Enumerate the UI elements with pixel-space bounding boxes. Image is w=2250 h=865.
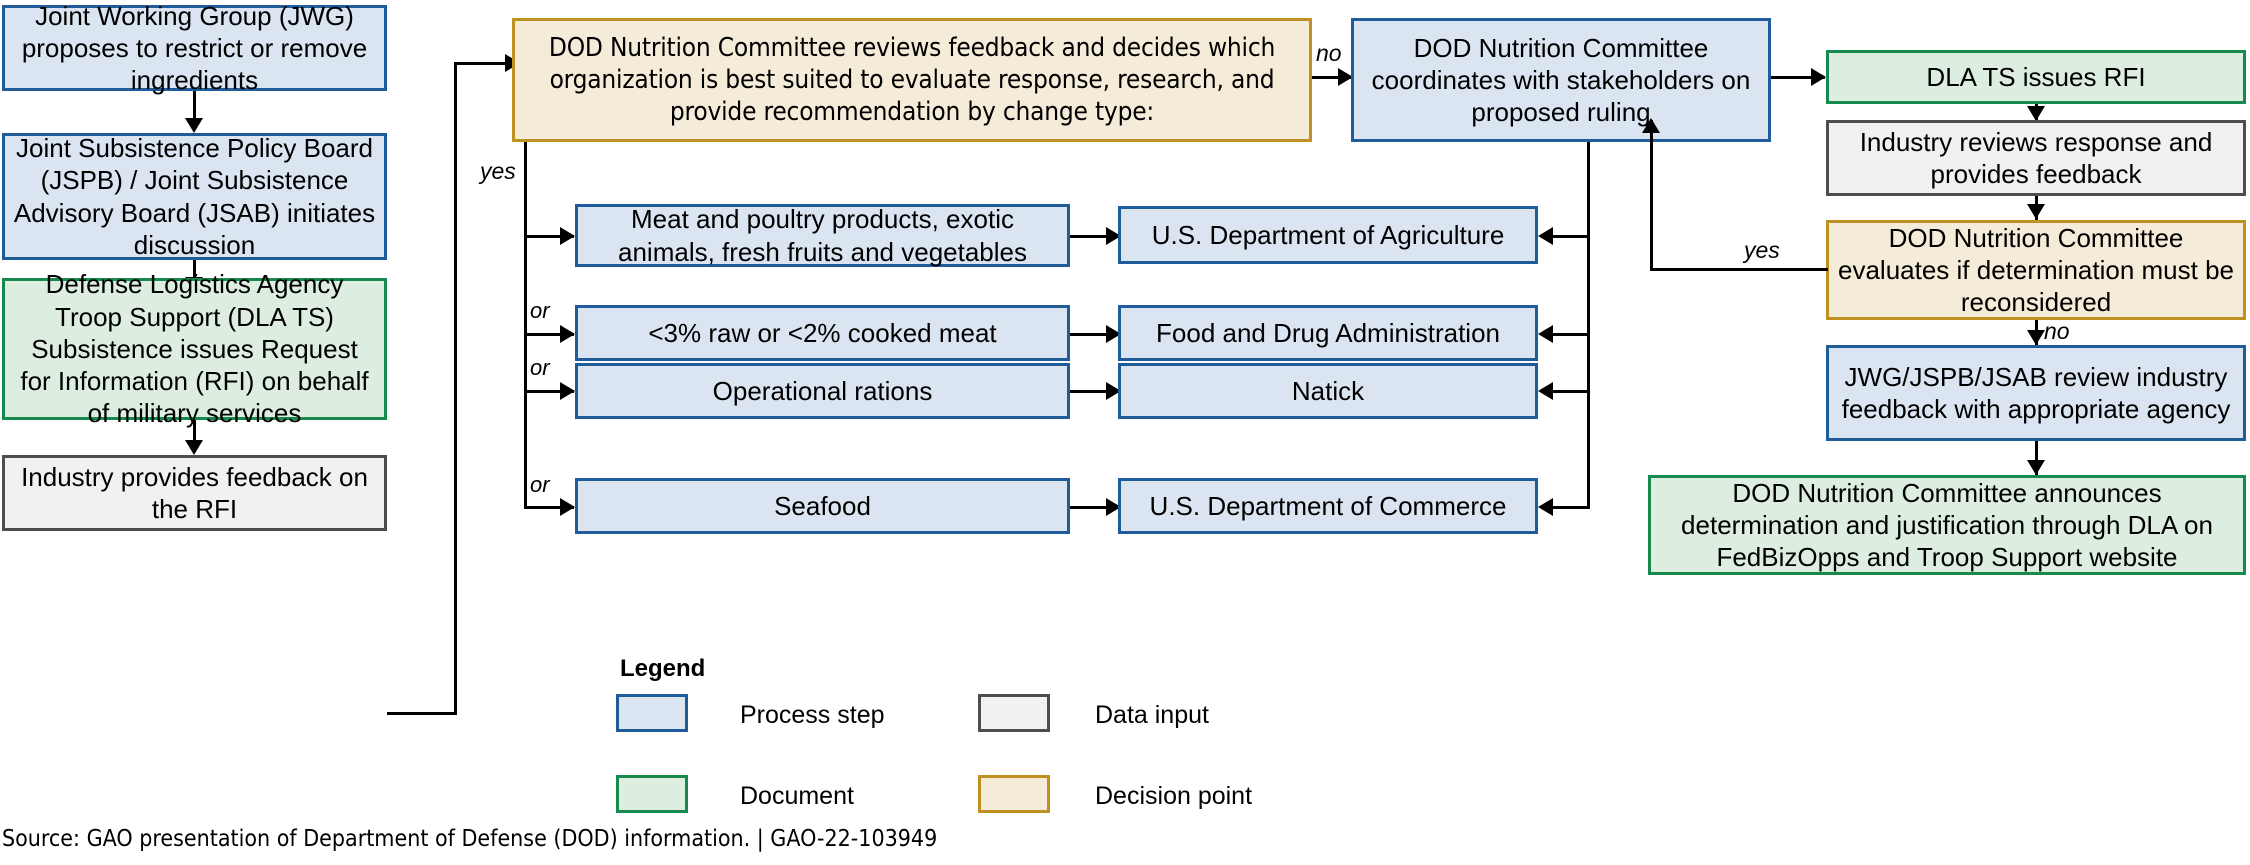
- node-jspb-jsab: Joint Subsistence Policy Board (JSPB) / …: [2, 133, 387, 260]
- legend-swatch-process-step: [616, 694, 688, 732]
- node-category-meat-poultry: Meat and poultry products, exotic animal…: [575, 204, 1070, 267]
- arrowhead-bus-to-usda: [1538, 227, 1553, 245]
- node-committee-reviews: DOD Nutrition Committee reviews feedback…: [512, 18, 1312, 142]
- edge-jwg-to-jspb: [193, 91, 196, 124]
- node-category-seafood: Seafood: [575, 478, 1070, 534]
- edge-branch-4: [524, 506, 574, 509]
- node-jwg-review: JWG/JSPB/JSAB review industry feedback w…: [1826, 345, 2246, 441]
- node-industry-feedback-rfi: Industry provides feedback on the RFI: [2, 455, 387, 531]
- node-dla-ts-rfi: Defense Logistics Agency Troop Support (…: [2, 269, 387, 428]
- edge-coordinates-to-dlats-rfi: [1771, 76, 1825, 79]
- edge-decision-to-coordinates: [1312, 76, 1354, 79]
- node-committee-coordinates: DOD Nutrition Committee coordinates with…: [1351, 18, 1771, 142]
- legend-swatch-decision-point: [978, 775, 1050, 813]
- node-category-operational-rations: Operational rations: [575, 363, 1070, 419]
- arrowhead-branch-1: [560, 227, 575, 245]
- node-industry-reviews: Industry reviews response and provides f…: [1826, 120, 2246, 196]
- node-committee-announces: DOD Nutrition Committee announces determ…: [1648, 475, 2246, 575]
- source-note: Source: GAO presentation of Department o…: [2, 826, 938, 852]
- node-dla-ts-issues-rfi: DLA TS issues RFI: [1826, 50, 2246, 104]
- arrowhead-cat2-to-fda: [1106, 325, 1121, 343]
- arrowhead-branch-4: [560, 498, 575, 516]
- edge-bus-to-commerce: [1545, 506, 1590, 509]
- arrowhead-cat4-to-commerce: [1106, 498, 1121, 516]
- edge-branch-3: [524, 390, 574, 393]
- edge-label-yes-branch: yes: [480, 158, 516, 184]
- node-agency-usda: U.S. Department of Agriculture: [1118, 206, 1538, 264]
- edge-industry-right: [387, 712, 457, 715]
- legend-swatch-data-input: [978, 694, 1050, 732]
- arrowhead-coordinates-to-dlats-rfi: [1811, 68, 1826, 86]
- arrowhead-evaluates-no: [2027, 330, 2045, 345]
- edge-bus-to-fda: [1545, 333, 1590, 336]
- arrowhead-industry-reviews-to-evaluates: [2027, 204, 2045, 219]
- arrowhead-evaluates-yes: [1642, 118, 1660, 133]
- arrowhead-dlatsrfi-to-industry-reviews: [2027, 106, 2045, 121]
- node-category-raw-cooked-meat: <3% raw or <2% cooked meat: [575, 305, 1070, 361]
- arrowhead-to-coordinates: [1338, 68, 1353, 86]
- legend-label-data-input: Data input: [1095, 701, 1209, 729]
- legend-label-process-step: Process step: [740, 701, 885, 729]
- edge-label-yes-reconsider: yes: [1744, 237, 1780, 263]
- arrowhead-cat1-to-usda: [1106, 227, 1121, 245]
- edge-bus-to-natick: [1545, 390, 1590, 393]
- arrowhead-jwg-to-jspb: [185, 118, 203, 133]
- edge-cat2-to-fda: [1070, 333, 1120, 336]
- edge-agency-bus: [1587, 120, 1590, 508]
- legend-label-decision-point: Decision point: [1095, 782, 1253, 810]
- edge-branch-2: [524, 333, 574, 336]
- legend-title: Legend: [620, 655, 706, 682]
- legend-swatch-document: [616, 775, 688, 813]
- arrowhead-bus-to-natick: [1538, 382, 1553, 400]
- edge-label-or-1: or: [530, 298, 550, 323]
- node-agency-commerce: U.S. Department of Commerce: [1118, 478, 1538, 534]
- arrowhead-branch-2: [560, 325, 575, 343]
- edge-bus-to-usda: [1545, 235, 1590, 238]
- edge-branch-1: [524, 235, 574, 238]
- node-committee-evaluates: DOD Nutrition Committee evaluates if det…: [1826, 220, 2246, 320]
- edge-industry-up: [454, 62, 457, 715]
- edge-evaluates-yes-up: [1650, 120, 1653, 271]
- arrowhead-cat3-to-natick: [1106, 382, 1121, 400]
- edge-label-or-2: or: [530, 355, 550, 380]
- node-agency-fda: Food and Drug Administration: [1118, 305, 1538, 361]
- edge-cat3-to-natick: [1070, 390, 1120, 393]
- edge-evaluates-yes-left: [1650, 268, 1828, 271]
- arrowhead-bus-to-commerce: [1538, 498, 1553, 516]
- edge-jspb-to-dlats: [193, 260, 196, 284]
- edge-label-no-reconsider: no: [2044, 318, 2070, 344]
- arrowhead-dlats-to-industry: [185, 440, 203, 455]
- node-jwg-propose: Joint Working Group (JWG) proposes to re…: [2, 1, 387, 95]
- arrowhead-branch-3: [560, 382, 575, 400]
- edge-cat1-to-usda: [1070, 235, 1120, 238]
- edge-cat4-to-commerce: [1070, 506, 1120, 509]
- edge-dlats-to-industry: [193, 420, 196, 448]
- node-agency-natick: Natick: [1118, 363, 1538, 419]
- edge-industry-into-decision: [454, 62, 509, 65]
- edge-yes-spine: [524, 142, 527, 508]
- edge-label-no-to-coordinates: no: [1316, 40, 1342, 66]
- legend-label-document: Document: [740, 782, 854, 810]
- edge-label-or-3: or: [530, 472, 550, 497]
- arrowhead-bus-to-fda: [1538, 325, 1553, 343]
- arrowhead-jwgreview-to-announces: [2027, 460, 2045, 475]
